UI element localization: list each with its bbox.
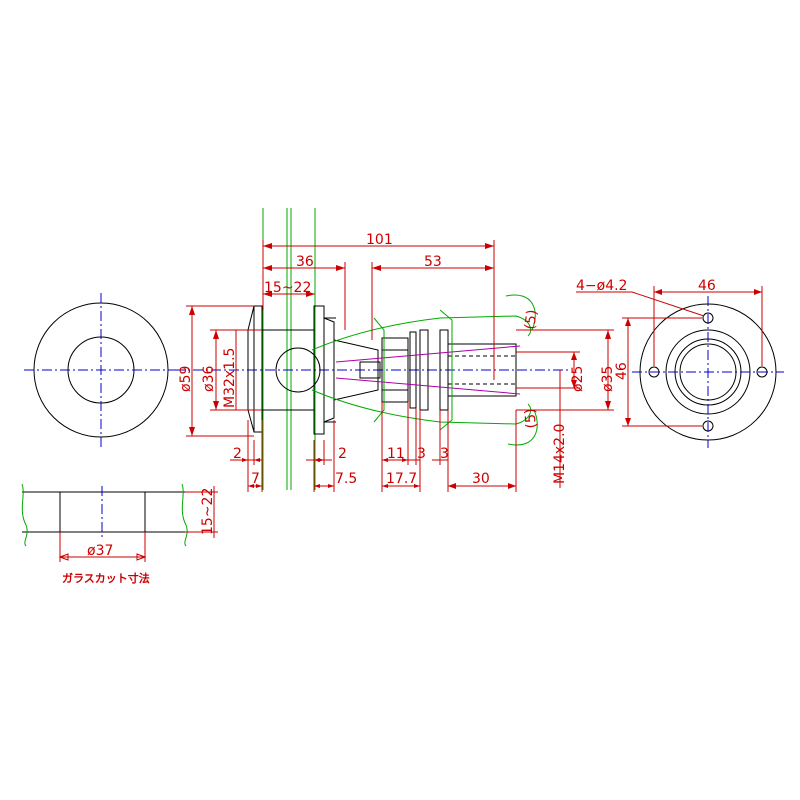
dim-25: ø25 (570, 366, 586, 392)
dim-5-top: (5) (522, 309, 541, 331)
right-flange-view (576, 286, 784, 448)
dim-holes: 4−ø4.2 (576, 278, 627, 294)
right-dimensions (516, 329, 614, 488)
dim-15-22-side: 15~22 (200, 488, 216, 535)
dim-15-22-top: 15~22 (264, 280, 311, 296)
top-dimensions (262, 240, 495, 380)
dim-17-7: 17.7 (386, 471, 417, 487)
dim-3-b: 3 (440, 446, 449, 462)
dim-37: ø37 (87, 543, 113, 559)
left-ring-view (24, 293, 178, 447)
dim-5-bottom: (5) (522, 408, 540, 429)
dim-36: 36 (296, 254, 314, 270)
glass-cut-detail (21, 483, 218, 562)
dim-36-dia: ø36 (201, 366, 217, 392)
glass-cut-note: ガラスカット寸法 (62, 571, 150, 585)
dim-7: 7 (251, 471, 260, 487)
left-dimensions (186, 305, 262, 437)
dim-30: 30 (472, 471, 490, 487)
dim-46-h: 46 (698, 278, 716, 294)
main-side-view (175, 208, 570, 490)
bottom-dimensions (230, 402, 517, 492)
dim-7-5: 7.5 (335, 471, 357, 487)
dim-46-v: 46 (614, 362, 630, 380)
dim-m14: M14x2.0 (552, 424, 568, 484)
dim-35: ø35 (600, 366, 616, 392)
dim-m32: M32x1.5 (222, 348, 238, 408)
dim-2-left: 2 (233, 446, 242, 462)
dim-53: 53 (424, 254, 442, 270)
dim-2-mid: 2 (338, 446, 347, 462)
dim-3-a: 3 (417, 446, 426, 462)
dim-101: 101 (366, 232, 393, 248)
dim-11: 11 (387, 446, 405, 462)
dim-59: ø59 (178, 366, 194, 392)
